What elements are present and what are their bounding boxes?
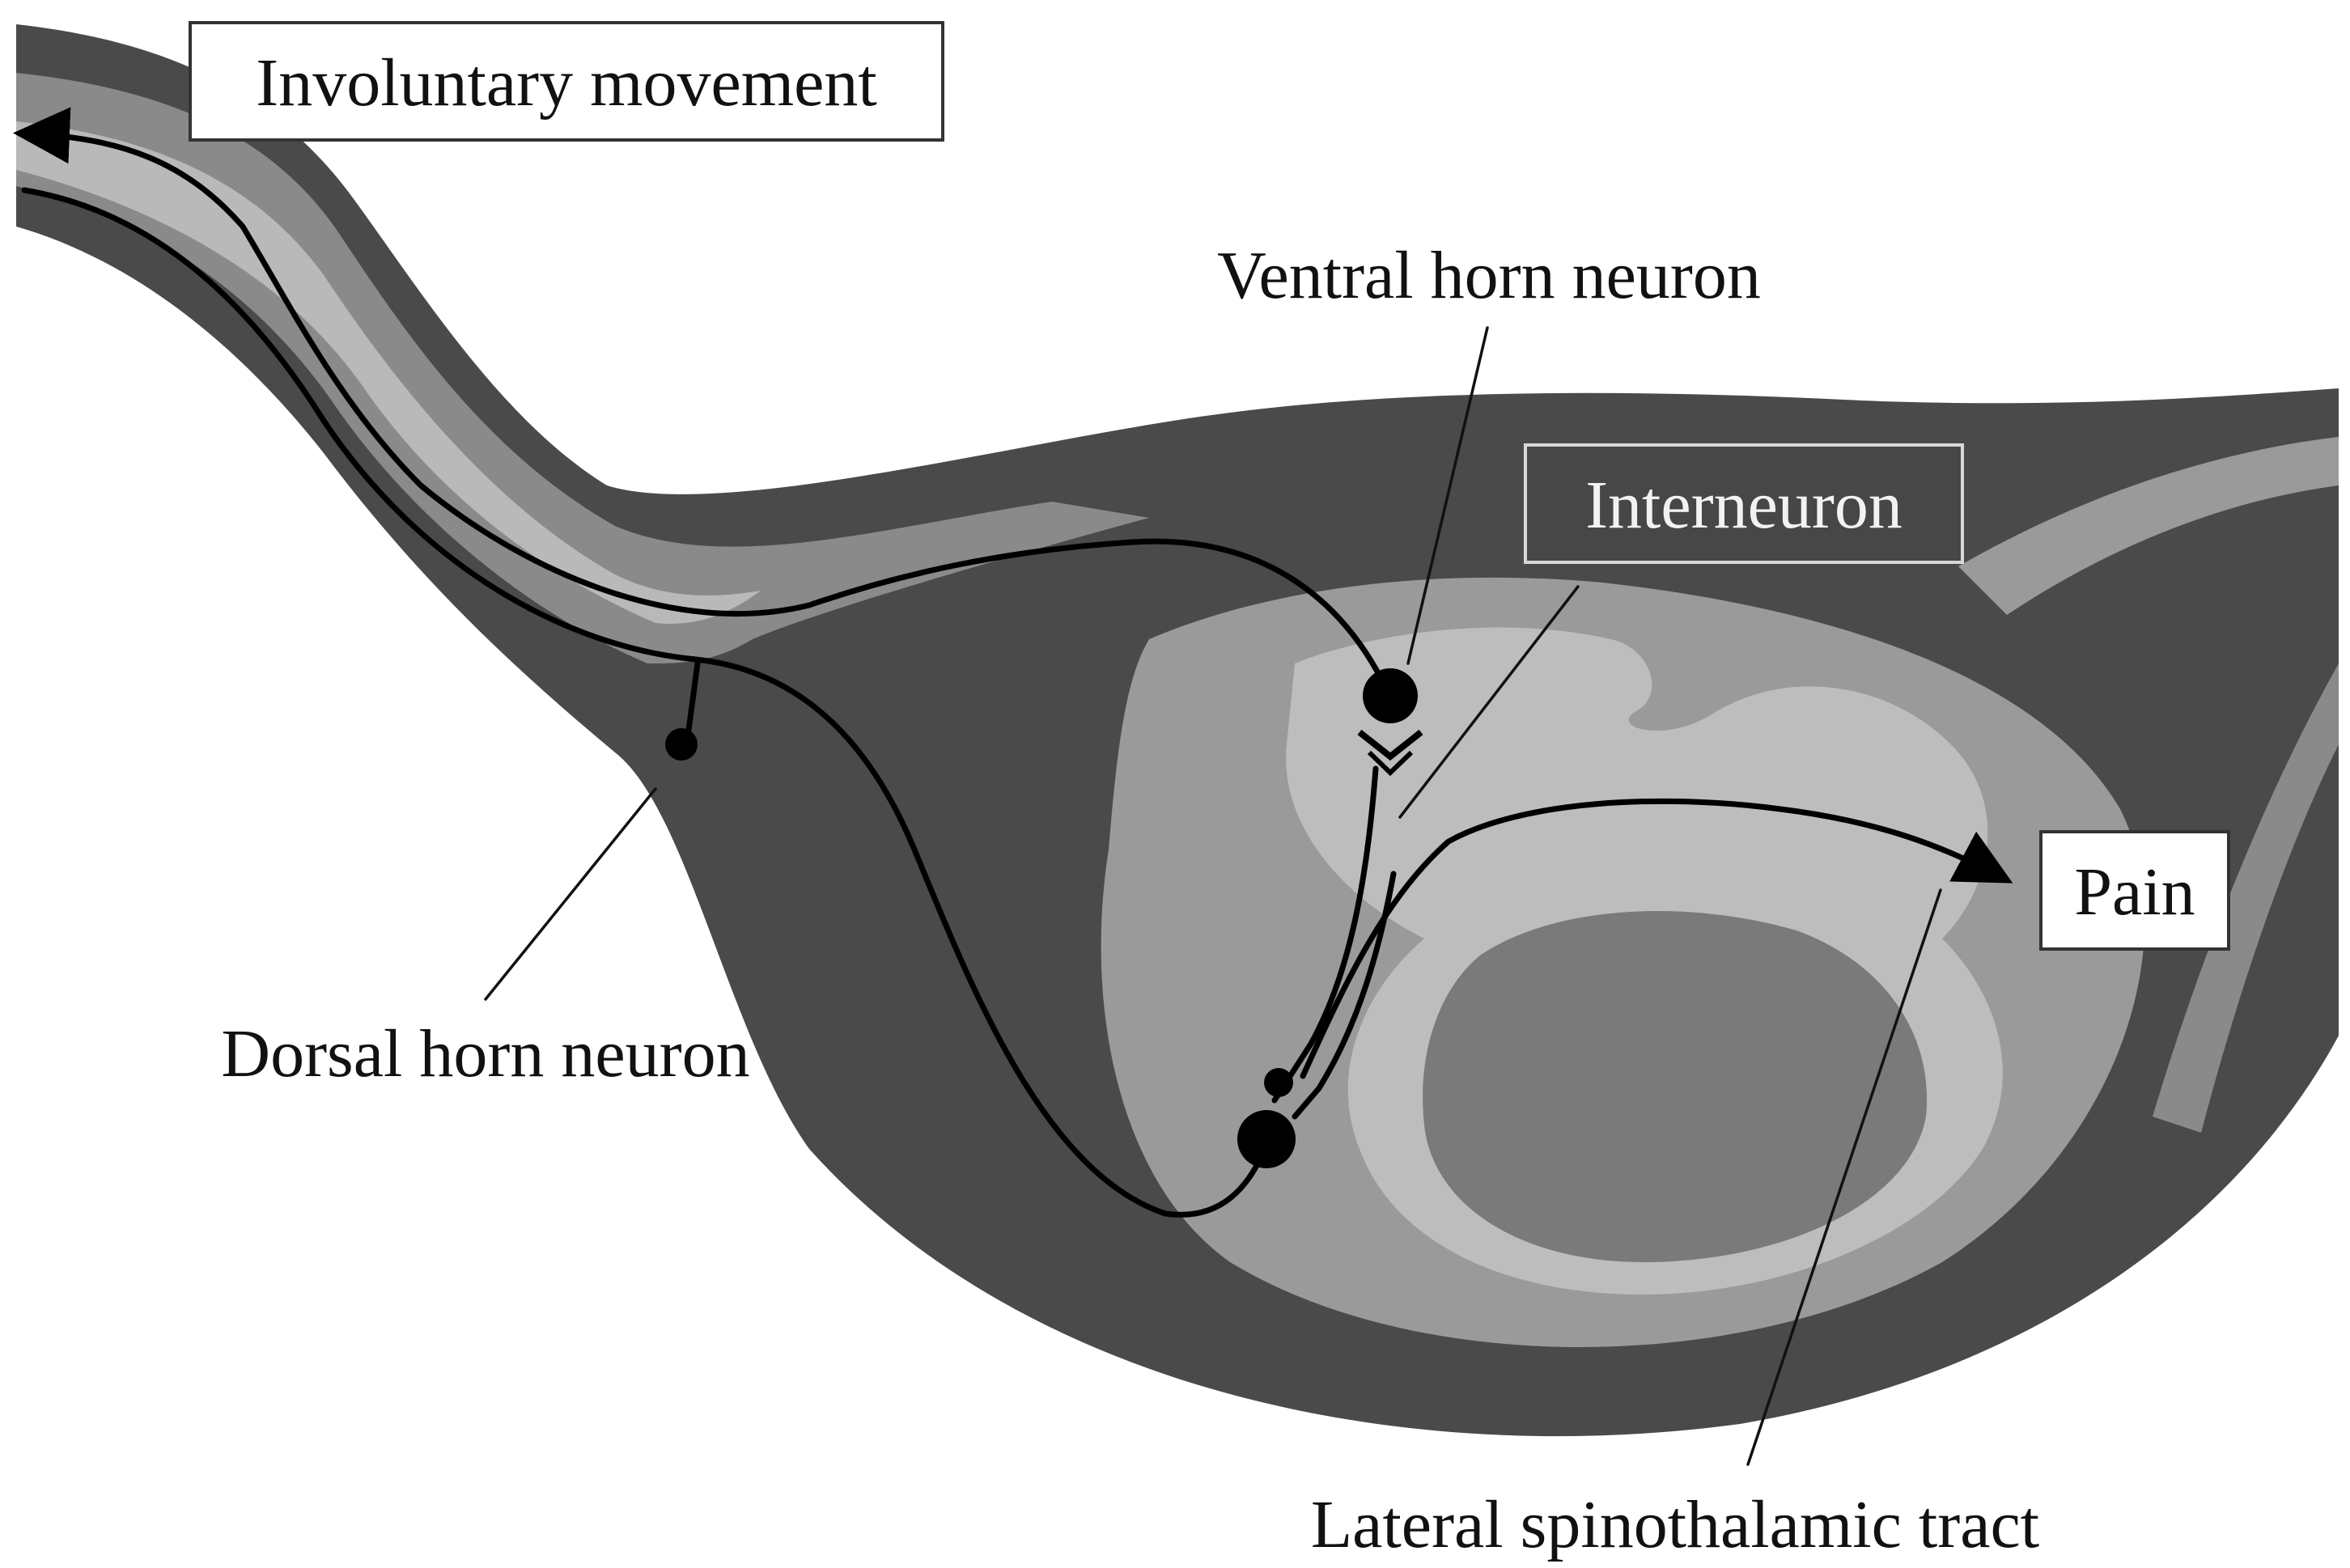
interneuron-axon-a	[1271, 765, 1379, 1104]
synapse-chevron	[1357, 729, 1423, 761]
synapse-chevron-2	[1367, 750, 1414, 777]
ventral-lobe	[1423, 911, 1928, 1262]
right-nerve-band	[1958, 437, 2339, 615]
second-order-neuron-body	[1237, 1110, 1296, 1168]
dorsal-horn-neuron-body	[665, 728, 698, 761]
interneuron-label: Interneuron	[1585, 468, 1902, 543]
leader-interneuron	[1398, 585, 1580, 819]
labels: Involuntary movement Ventral horn neuron…	[189, 21, 2230, 1562]
leader-lines	[484, 326, 1942, 1466]
right-nerve-band-lower	[2153, 663, 2339, 1133]
anatomy	[16, 24, 2339, 1437]
pathways	[13, 107, 2013, 1218]
involuntary-movement-box	[189, 21, 944, 142]
dorsal-branch	[685, 660, 701, 740]
ventral-horn-neuron-body	[1363, 668, 1418, 723]
interneuron-box	[1524, 443, 1964, 564]
motor-pathway	[13, 107, 1391, 695]
afferent-pathway	[21, 187, 1270, 1218]
nerve-root-core	[16, 121, 761, 624]
lateral-spinothalamic-tract-label: Lateral spinothalamic tract	[1311, 1487, 2039, 1562]
leader-ventral-horn	[1406, 326, 1489, 665]
involuntary-movement-label: Involuntary movement	[256, 45, 876, 121]
leader-spinothalamic	[1746, 888, 1942, 1466]
leader-dorsal-horn	[484, 787, 657, 1001]
pain-label: Pain	[2074, 854, 2195, 930]
ventral-horn-neuron-label: Ventral horn neuron	[1217, 238, 1761, 313]
pain-pathway	[1300, 798, 2013, 1079]
dorsal-horn-neuron-label: Dorsal horn neuron	[221, 1016, 749, 1091]
pain-box	[2039, 830, 2230, 951]
nerve-root-band	[16, 73, 1149, 663]
interneuron-small-body	[1264, 1068, 1293, 1097]
